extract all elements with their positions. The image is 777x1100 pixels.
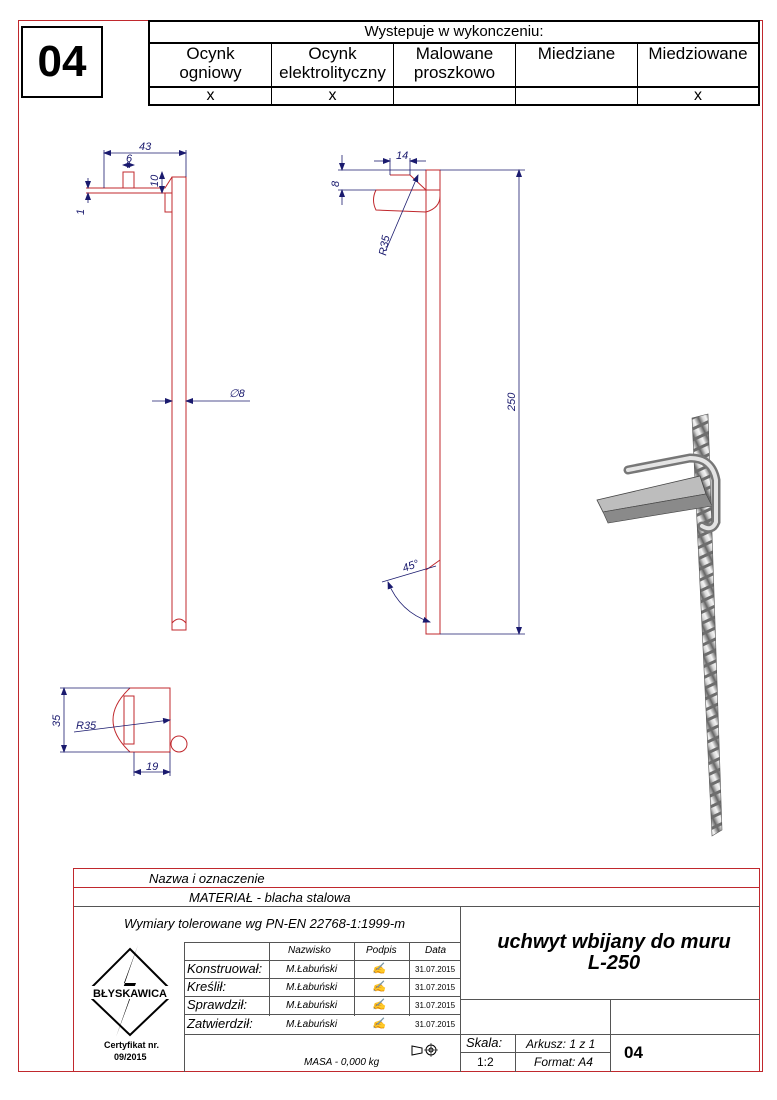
- finish-column: Miedziowane x: [638, 42, 758, 106]
- dim-14: 14: [396, 150, 408, 162]
- bend: [164, 193, 172, 213]
- lightning-logo-icon: BŁYSKAWICA: [82, 945, 178, 1037]
- sheet-number: 04: [37, 37, 87, 86]
- finish-name: elektrolityczny: [279, 63, 386, 82]
- col-data: Data: [425, 945, 447, 956]
- rod-end-arc: [171, 618, 187, 624]
- finish-name: Miedziane: [537, 44, 616, 63]
- finish-name: ogniowy: [179, 63, 242, 82]
- finish-name: Ocynk: [186, 44, 235, 63]
- certificate-number: 09/2015: [114, 1052, 147, 1062]
- rod-outline: [171, 176, 187, 631]
- dim-r35: R35: [377, 234, 392, 257]
- role-name: M.Łabuński: [286, 964, 338, 975]
- dim-250: 250: [506, 392, 518, 412]
- finish-mark: x: [694, 87, 702, 104]
- dim-35: 35: [51, 714, 63, 727]
- front-view-dimensions: [338, 155, 525, 635]
- signature-icon: ✍: [372, 1018, 386, 1030]
- tolerance-note: Wymiary tolerowane wg PN-EN 22768-1:1999…: [124, 916, 406, 931]
- projection-symbol-icon: [411, 1043, 438, 1057]
- role-label: Sprawdził:: [187, 997, 247, 1012]
- finish-name: Malowane: [415, 44, 494, 63]
- role-date: 31.07.2015: [415, 1001, 456, 1010]
- logo-text: BŁYSKAWICA: [93, 988, 167, 1000]
- finish-table-header: Wystepuje w wykonczeniu:: [150, 22, 758, 44]
- finish-column: Miedziane: [516, 42, 638, 106]
- role-label: Konstruował:: [187, 961, 263, 976]
- dim-diameter-8: ∅8: [229, 388, 246, 400]
- finish-name: Ocynk: [308, 44, 357, 63]
- top-view: [112, 687, 188, 753]
- plate-outline: [112, 687, 171, 753]
- dim-6: 6: [126, 153, 133, 165]
- scale-label: Skala:: [466, 1035, 503, 1050]
- col-nazwisko: Nazwisko: [288, 945, 331, 956]
- signature-icon: ✍: [372, 999, 386, 1011]
- finish-mark: x: [328, 87, 337, 104]
- role-date: 31.07.2015: [415, 983, 456, 992]
- col-podpis: Podpis: [366, 945, 397, 956]
- plate-top: [376, 169, 441, 191]
- plate-arc: [373, 189, 441, 213]
- product-photo: [596, 413, 723, 837]
- finish-name: Miedziowane: [648, 44, 748, 63]
- role-label: Zatwierdził:: [187, 1016, 253, 1031]
- side-view-dimensions: [85, 150, 250, 404]
- dim-43: 43: [139, 141, 152, 153]
- plate-slot: [123, 695, 135, 745]
- signature-icon: ✍: [372, 981, 386, 993]
- format-label: Format: A4: [534, 1055, 593, 1069]
- finish-name: proszkowo: [413, 63, 496, 82]
- dim-19: 19: [146, 761, 158, 773]
- role-date: 31.07.2015: [415, 1020, 456, 1029]
- drawing-title: uchwyt wbijany do muru: [497, 931, 731, 953]
- top-view-dimensions: [60, 687, 171, 776]
- dim-10: 10: [149, 174, 161, 187]
- front-view: [373, 169, 441, 635]
- finish-mark: x: [206, 87, 215, 104]
- role-date: 31.07.2015: [415, 965, 456, 974]
- role-name: M.Łabuński: [286, 1019, 338, 1030]
- dim-8: 8: [330, 180, 342, 187]
- rod-section: [170, 735, 188, 753]
- sheet-number-small: 04: [624, 1043, 643, 1062]
- dim-1: 1: [75, 209, 87, 215]
- title-block: Nazwa i oznaczenie MATERIAŁ - blacha sta…: [73, 868, 760, 1072]
- threaded-rod: [691, 413, 723, 837]
- drawing-code: L-250: [587, 952, 641, 974]
- role-name: M.Łabuński: [286, 1000, 338, 1011]
- role-name: M.Łabuński: [286, 982, 338, 993]
- signature-icon: ✍: [372, 963, 386, 975]
- dim-45-deg: 45°: [401, 558, 421, 575]
- plate-slot: [122, 171, 135, 188]
- material-label: MATERIAŁ - blacha stalowa: [189, 890, 351, 905]
- plate-edge: [86, 176, 173, 194]
- dim-r35: R35: [76, 720, 97, 732]
- certificate-label: Certyfikat nr.: [104, 1040, 160, 1050]
- sheet-count: Arkusz: 1 z 1: [526, 1037, 596, 1051]
- mass-label: MASA - 0,000 kg: [304, 1057, 380, 1068]
- tab-edge: [390, 174, 427, 191]
- scale-value: 1:2: [477, 1055, 494, 1069]
- role-label: Kreślił:: [187, 979, 227, 994]
- sheet-number-box: 04: [21, 26, 103, 98]
- name-label: Nazwa i oznaczenie: [149, 871, 265, 886]
